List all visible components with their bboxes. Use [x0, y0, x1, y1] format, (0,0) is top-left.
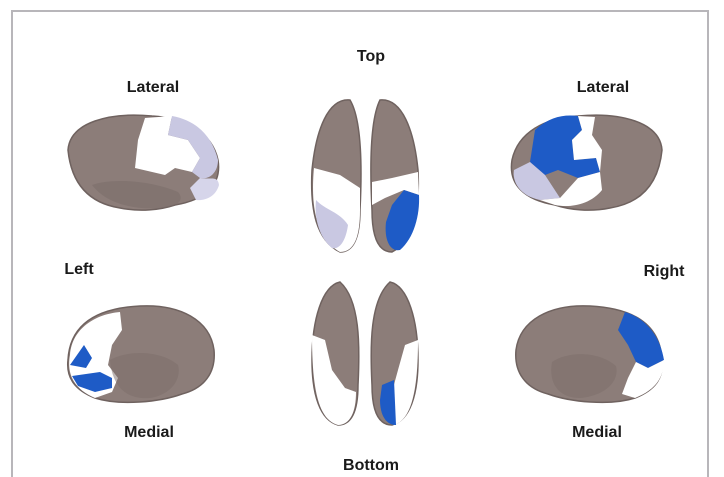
top-label: Top	[357, 48, 385, 66]
right-medial-view	[516, 306, 664, 403]
left-label: Left	[64, 261, 93, 279]
lateral-left-label: Lateral	[127, 79, 179, 97]
top-view	[312, 100, 419, 252]
medial-right-label: Medial	[572, 424, 622, 442]
right-label: Right	[644, 263, 685, 281]
lateral-right-label: Lateral	[577, 79, 629, 97]
right-lateral-view	[511, 115, 662, 210]
bottom-view	[312, 282, 418, 425]
bottom-label: Bottom	[343, 457, 399, 475]
medial-left-label: Medial	[124, 424, 174, 442]
left-medial-view	[68, 306, 215, 403]
left-lateral-view	[68, 115, 219, 210]
